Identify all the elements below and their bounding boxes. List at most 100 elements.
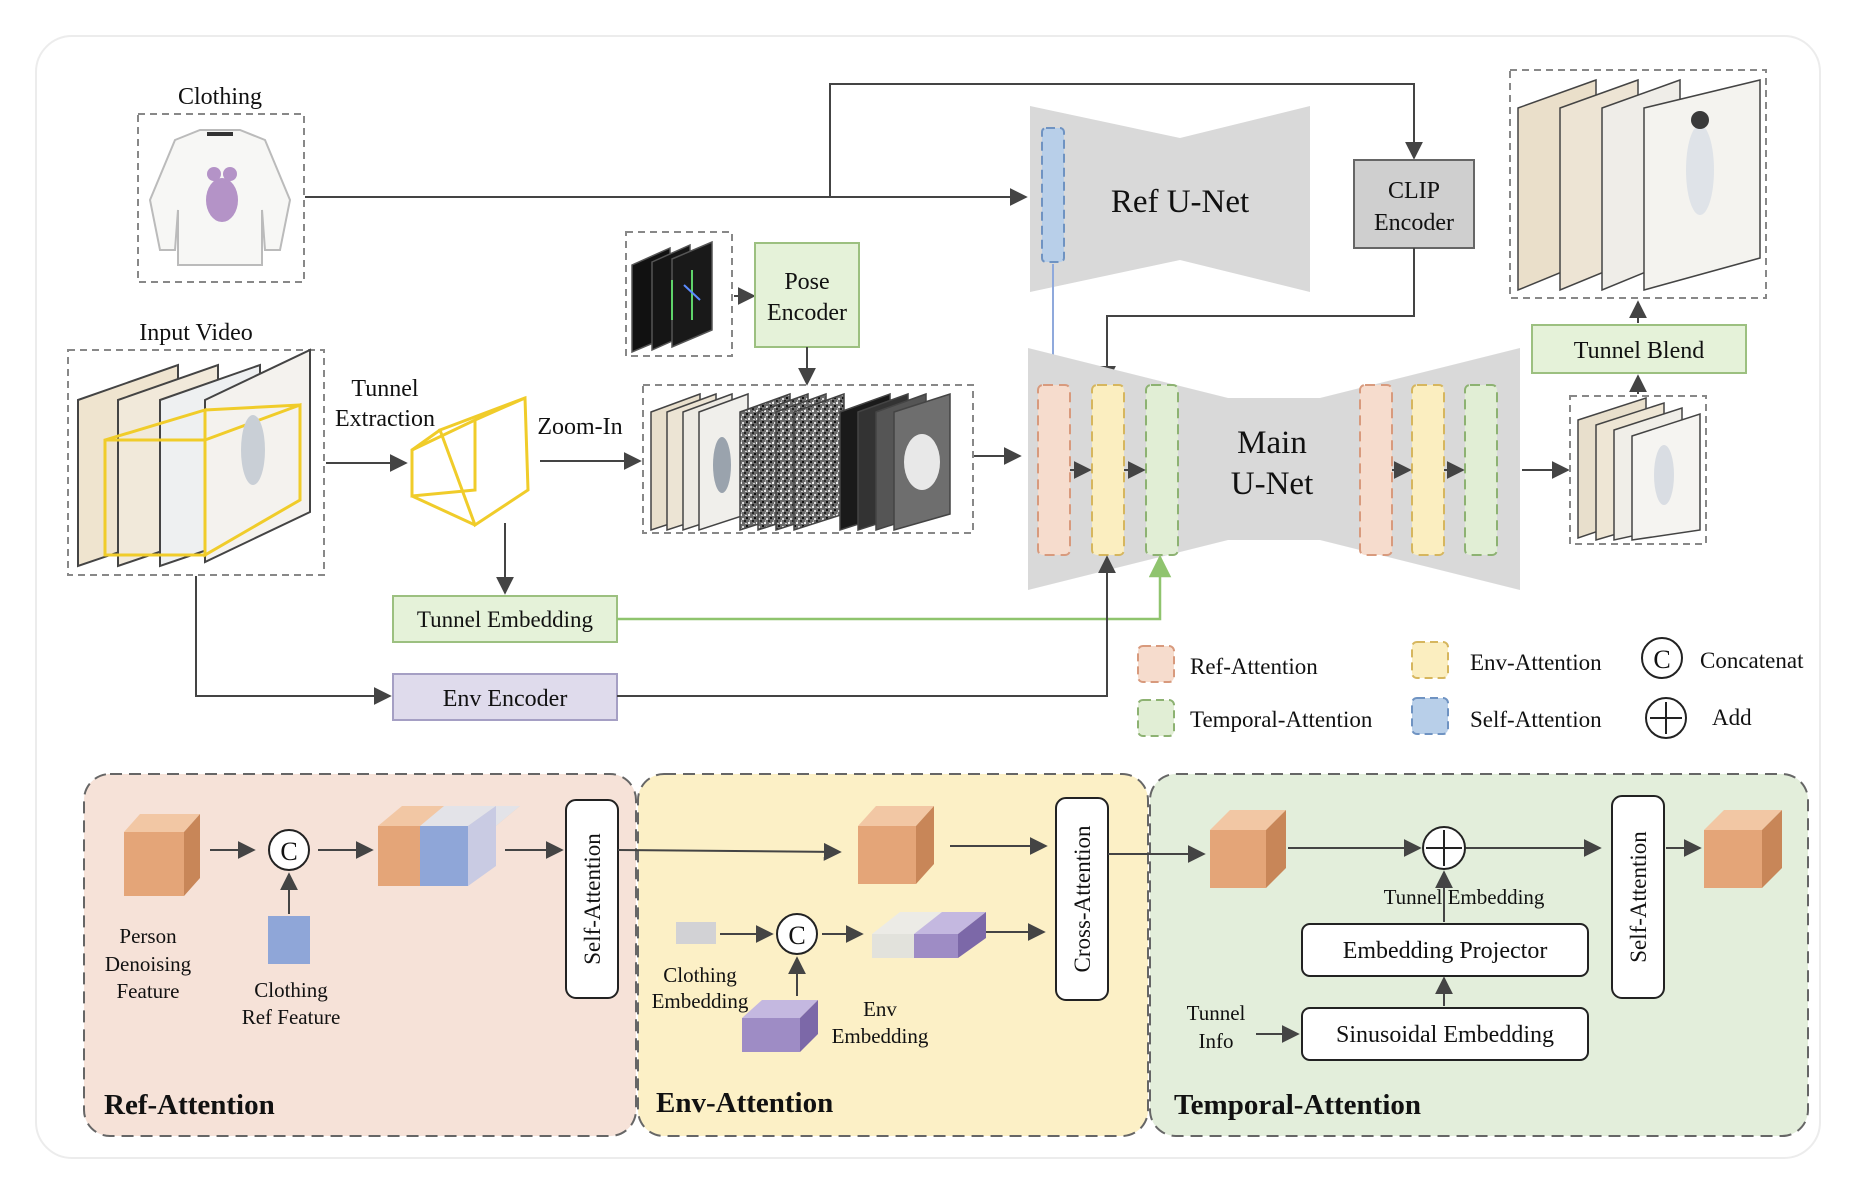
clip-encoder-label-2: Encoder (1374, 210, 1454, 236)
env-concat-icon (776, 913, 818, 955)
temporal-output-cube (1704, 810, 1782, 888)
blend-input-frame (1569, 395, 1707, 545)
ref-unet-label: Ref U-Net (1111, 184, 1249, 220)
tunnel-embedding-to-temporal-arrow (617, 554, 1172, 621)
video-frames-stack (650, 392, 749, 532)
person-label-1: Person (119, 924, 177, 948)
clothing-embedding-block (676, 922, 716, 944)
clothing-emb-label-2: Embedding (652, 989, 749, 1013)
pose-encoder-label: Pose (784, 269, 829, 295)
tunnel-embedding-box (392, 595, 618, 643)
person-label-2: Denoising (105, 952, 192, 976)
legend-ref-label: Ref-Attention (1190, 654, 1318, 679)
ref-concat-icon (268, 829, 310, 871)
sinusoidal-embedding-label: Sinusoidal Embedding (1336, 1022, 1554, 1048)
main-unet-ref-attention-right (1359, 384, 1393, 556)
tunnel-blend-label: Tunnel Blend (1574, 338, 1704, 364)
legend-temporal-swatch (1137, 699, 1175, 737)
embedding-projector-label: Embedding Projector (1343, 938, 1548, 964)
temporal-input-cube (1210, 810, 1286, 888)
input-video-label: Input Video (139, 320, 252, 346)
mask-frames-stack (839, 392, 951, 532)
env-person-cube (858, 806, 934, 884)
frames-stack-frame (642, 384, 974, 534)
env-concat-symbol: C (788, 921, 805, 950)
clothing-ref-feature-block (268, 916, 310, 964)
legend: Ref-Attention Env-Attention C Concatenat… (1137, 637, 1804, 739)
sweater-image (148, 129, 292, 266)
legend-concat-label: Concatenat (1700, 648, 1804, 673)
legend-temporal-label: Temporal-Attention (1190, 707, 1373, 732)
main-unet-temporal-attention-right (1464, 384, 1498, 556)
clothing-emb-label-1: Clothing (663, 963, 737, 987)
env-emb-label-2: Embedding (832, 1024, 929, 1048)
main-unet-env-attention-right (1411, 384, 1445, 556)
legend-self-swatch (1411, 697, 1449, 735)
output-video-frame (1509, 69, 1767, 299)
ref-to-env-arrow (617, 842, 842, 861)
main-unet-env-attention-left (1091, 384, 1125, 556)
legend-concat-icon (1641, 637, 1683, 679)
person-label-3: Feature (117, 979, 180, 1003)
blend-input-frames (1577, 396, 1701, 542)
main-unet-label: Main (1237, 425, 1307, 461)
legend-concat-symbol: C (1653, 645, 1670, 674)
ref-concat-symbol: C (280, 837, 297, 866)
clip-encoder-box (1353, 159, 1475, 249)
pose-encoder-label-2: Encoder (767, 300, 847, 326)
tunnel-info-label-2: Info (1199, 1029, 1234, 1053)
embedding-projector-box[interactable] (1301, 923, 1589, 977)
main-unet-label-2: U-Net (1231, 466, 1313, 502)
tunnel-extraction-label: Tunnel (351, 376, 418, 402)
env-attention-title: Env-Attention (656, 1087, 833, 1119)
pose-images (631, 240, 713, 354)
input-video-frames (77, 348, 311, 568)
tunnel-info-label-1: Tunnel (1187, 1001, 1246, 1025)
ref-unet-self-attention-block (1041, 127, 1065, 263)
ref-unet-shape (1030, 106, 1310, 292)
legend-add-label: Add (1712, 705, 1752, 730)
clip-to-main-unet-arrow (1098, 248, 1415, 384)
pose-encoder-box (754, 242, 860, 348)
legend-ref-swatch (1137, 645, 1175, 683)
cross-attention-label: Cross-Attention (1070, 825, 1095, 972)
legend-self-label: Self-Attention (1470, 707, 1602, 732)
concatenated-feature-cube (378, 806, 520, 886)
env-encoder-to-env-attention-arrow (617, 555, 1116, 697)
temporal-self-attention-box[interactable] (1611, 795, 1665, 999)
zoom-in-label: Zoom-In (537, 414, 622, 440)
env-emb-label-1: Env (863, 997, 897, 1021)
video-to-env-encoder-arrow (195, 576, 392, 705)
tunnel-embedding-label: Tunnel Embedding (417, 607, 594, 632)
sinusoidal-embedding-box[interactable] (1301, 1007, 1589, 1061)
pose-frame (625, 231, 733, 357)
legend-env-swatch (1411, 641, 1449, 679)
tunnel-embedding-inner-label: Tunnel Embedding (1384, 885, 1545, 909)
main-unet-temporal-attention-left (1145, 384, 1179, 556)
ref-attention-title: Ref-Attention (104, 1089, 275, 1121)
env-encoder-box (392, 673, 618, 721)
temporal-self-attention-label: Self-Attention (1626, 831, 1651, 963)
clothing-ref-label-1: Clothing (254, 978, 328, 1002)
ref-self-attention-label: Self-Attention (580, 833, 605, 965)
legend-env-label: Env-Attention (1470, 650, 1602, 675)
clothing-to-clip-arrow (829, 83, 1423, 197)
noise-frames-stack (739, 392, 845, 532)
tunnel-extraction-label-2: Extraction (335, 406, 435, 432)
clothing-ref-label-2: Ref Feature (242, 1005, 341, 1029)
cross-attention-box[interactable] (1055, 797, 1109, 1001)
env-concat-cube (872, 912, 986, 958)
env-encoder-label: Env Encoder (443, 686, 568, 712)
tunnel-blend-box (1531, 324, 1747, 374)
temporal-attention-title: Temporal-Attention (1174, 1089, 1421, 1121)
main-unet-ref-attention-left (1037, 384, 1071, 556)
ref-self-attention-box[interactable] (565, 799, 619, 999)
clip-encoder-label: CLIP (1388, 178, 1440, 204)
tunnel-shape (410, 395, 530, 528)
output-video-frames (1517, 78, 1761, 292)
clothing-label: Clothing (178, 84, 262, 110)
person-feature-cube (124, 814, 200, 896)
ref-attention-panel (83, 773, 637, 1137)
